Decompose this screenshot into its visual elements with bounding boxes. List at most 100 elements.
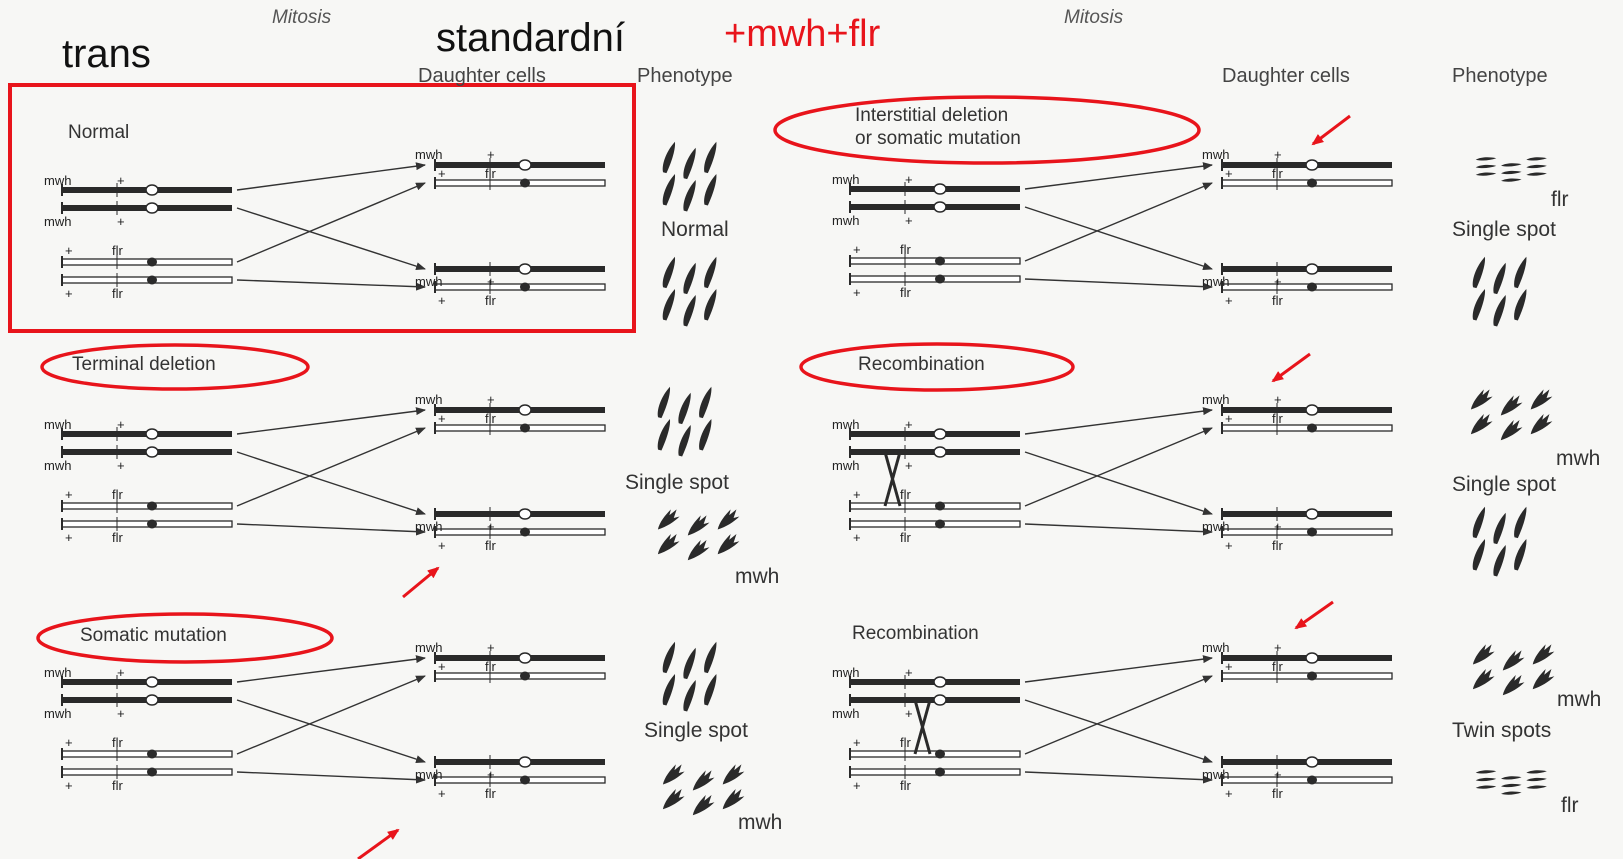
recomb2-parent-1-centromere: [933, 676, 947, 688]
somatic-arrow-1: [236, 655, 426, 683]
somatic-marker-label: mwh: [738, 811, 783, 834]
recomb2-d-mwh-1: mwh: [1202, 640, 1230, 655]
terminal-parent-4-centromere: [147, 519, 157, 529]
terminal-d-mwh-1: mwh: [415, 392, 443, 407]
interstitial-parent-1-centromere: [933, 183, 947, 195]
interstitial-plus-2: +: [905, 213, 913, 228]
normal-title: Normal: [68, 122, 130, 143]
recomb2-plus-2: +: [905, 706, 913, 721]
interstitial-bottom-hair-1: [1493, 262, 1506, 295]
normal-top-hair-0: [662, 141, 676, 174]
recomb1-plus-2: +: [905, 458, 913, 473]
trans-label: trans: [62, 32, 151, 76]
interstitial-top-hair-6: [1475, 172, 1497, 176]
interstitial-top-hair-1: [1501, 163, 1522, 167]
normal-plus-4: +: [65, 286, 73, 301]
terminal-flr-3: flr: [112, 487, 123, 502]
somatic-bottom-hair-0: [662, 764, 685, 785]
somatic-daughter-4-centromere: [520, 775, 530, 785]
interstitial-top-hair-0: [1475, 157, 1497, 161]
recomb2-flr-3: flr: [900, 735, 911, 750]
interstitial-daughter-2-centromere: [1307, 178, 1317, 188]
recomb2-bottom-hair-8: [1526, 785, 1547, 789]
recomb1-arrow-4: [1024, 523, 1213, 536]
interstitial-arrow-3: [1024, 182, 1213, 262]
normal-top-hair-3: [662, 174, 676, 206]
recomb1-daughter-1-centromere: [1305, 404, 1319, 416]
normal-d-plus-2: +: [438, 166, 446, 181]
recomb1-top-hair-2: [1530, 389, 1553, 410]
recomb2-d-mwh-3: mwh: [1202, 767, 1230, 782]
terminal-bottom-hair-1: [687, 515, 710, 536]
recomb1-flr-4: flr: [900, 530, 911, 545]
recomb2-bottom-hair-7: [1501, 791, 1522, 795]
somatic-mutation-highlight-ellipse: [36, 612, 334, 664]
somatic-d-mwh-1: mwh: [415, 640, 443, 655]
interstitial-arrow-1: [1024, 162, 1213, 190]
terminal-top-hair-3: [657, 419, 671, 451]
recomb1-bottom-hair-3: [1472, 539, 1486, 571]
recomb1-parent-4-centromere: [935, 519, 945, 529]
terminal-mwh-2: mwh: [44, 458, 72, 473]
normal-d-plus-1: +: [487, 147, 495, 162]
somatic-d-plus-2: +: [438, 659, 446, 674]
somatic-flr-3: flr: [112, 735, 123, 750]
somatic-top-hair-2: [704, 641, 717, 674]
somatic-parent-2-centromere: [145, 694, 159, 706]
somatic-daughter-3-centromere: [518, 756, 532, 768]
recomb2-d-flr-2: flr: [1272, 659, 1283, 674]
somatic-mwh-2: mwh: [44, 706, 72, 721]
recomb2-d-plus-3: +: [1274, 767, 1282, 782]
normal-d-plus-4: +: [438, 293, 446, 308]
standard-label: standardní: [436, 16, 626, 60]
red-arrow-4: [402, 566, 440, 599]
recomb1-top-hair-3: [1470, 414, 1493, 435]
somatic-top-hair-5: [704, 674, 717, 706]
normal-plus-2: +: [117, 214, 125, 229]
normal-flr-3: flr: [112, 243, 123, 258]
recomb1-d-flr-2: flr: [1272, 411, 1283, 426]
somatic-bottom-hair-4: [692, 795, 715, 816]
recomb2-arrow-1: [1024, 655, 1213, 683]
red-arrow-1: [1311, 114, 1351, 146]
recombination1-phenotype-label: Single spot: [1452, 473, 1556, 496]
recomb2-daughter-2-centromere: [1307, 671, 1317, 681]
interstitial-parent-4-centromere: [935, 274, 945, 284]
interstitial-title-line1: Interstitial deletion: [855, 105, 1009, 126]
normal-parent-2-centromere: [145, 202, 159, 214]
recomb1-parent-3-centromere: [935, 501, 945, 511]
recomb1-parent-2-centromere: [933, 446, 947, 458]
interstitial-arrow-4: [1024, 278, 1213, 291]
recomb1-d-plus-1: +: [1274, 392, 1282, 407]
normal-top-hair-5: [704, 174, 717, 206]
terminal-plus-4: +: [65, 530, 73, 545]
somatic-d-flr-4: flr: [485, 786, 496, 801]
normal-parent-1-centromere: [145, 184, 159, 196]
interstitial-top-hair-7: [1501, 178, 1522, 182]
interstitial-marker-label: flr: [1551, 188, 1569, 211]
somatic-bottom-hair-2: [722, 764, 745, 785]
interstitial-top-hair-5: [1526, 164, 1547, 169]
recomb2-top-hair-2: [1532, 644, 1555, 665]
red-arrow-2: [1271, 352, 1311, 383]
recomb2-bottom-hair-4: [1501, 783, 1522, 788]
terminal-deletion-title: Terminal deletion: [72, 354, 216, 375]
recomb2-top-hair-1: [1502, 650, 1525, 671]
arrow-layer: [236, 162, 1213, 784]
terminal-daughter-1-centromere: [518, 404, 532, 416]
normal-arrow-4: [236, 279, 426, 291]
recomb2-top-hair-0: [1472, 644, 1495, 665]
interstitial-plus-1: +: [905, 172, 913, 187]
interstitial-d-flr-4: flr: [1272, 293, 1283, 308]
normal-daughter-1-centromere: [518, 159, 532, 171]
normal-parent-3-centromere: [147, 257, 157, 267]
terminal-top-hair-0: [657, 386, 671, 419]
terminal-top-hair-4: [678, 425, 691, 457]
interstitial-title-line2: or somatic mutation: [855, 128, 1021, 149]
normal-arrow-1: [236, 162, 426, 191]
somatic-mutation-title: Somatic mutation: [80, 625, 227, 646]
terminal-bottom-hair-4: [687, 540, 710, 561]
terminal-parent-1-centromere: [145, 428, 159, 440]
